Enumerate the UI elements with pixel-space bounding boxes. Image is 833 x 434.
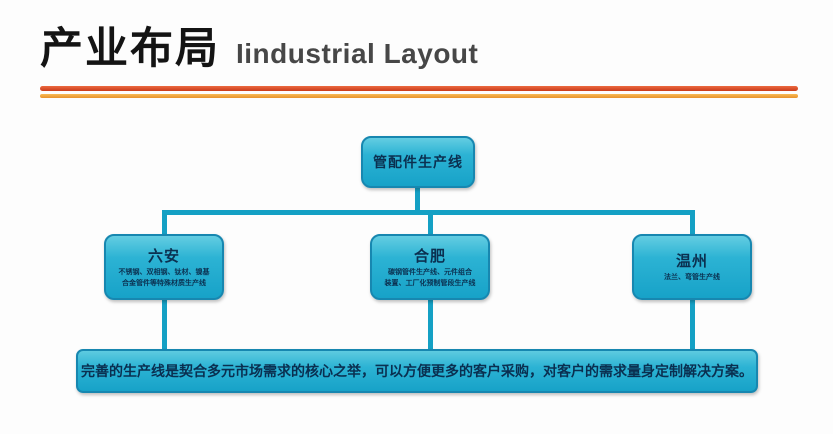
connector-drop-hefei <box>428 210 433 236</box>
node-title: 温州 <box>675 253 708 271</box>
node-root-label: 管配件生产线 <box>373 154 463 170</box>
node-root: 管配件生产线 <box>361 136 475 188</box>
summary-text: 完善的生产线是契合多元市场需求的核心之举，可以方便更多的客户采购，对客户的需求量… <box>81 363 753 379</box>
node-desc: 法兰、弯管生产线 <box>664 273 720 283</box>
node-desc-line: 碳钢管件生产线、元件组合 <box>388 269 472 277</box>
page-title-en: Iindustrial Layout <box>236 38 479 69</box>
node-desc-line: 装置、工厂化预制管段生产线 <box>384 279 476 287</box>
connector-luan-banner <box>162 298 167 351</box>
connector-wenzhou-banner <box>690 298 695 351</box>
node-desc-line: 不锈钢、双相钢、钛材、镍基 <box>118 269 210 277</box>
node-desc: 碳钢管件生产线、元件组合 装置、工厂化预制管段生产线 <box>385 268 476 288</box>
node-desc-line: 法兰、弯管生产线 <box>664 274 720 282</box>
title-divider <box>40 86 798 98</box>
connector-drop-luan <box>162 210 167 236</box>
connector-drop-wenzhou <box>690 210 695 236</box>
node-hefei: 合肥 碳钢管件生产线、元件组合 装置、工厂化预制管段生产线 <box>370 234 490 300</box>
node-desc-line: 合金管件等特殊材质生产线 <box>122 279 206 287</box>
page-title-zh: 产业布局 <box>40 25 220 73</box>
node-desc: 不锈钢、双相钢、钛材、镍基 合金管件等特殊材质生产线 <box>119 268 210 288</box>
summary-banner: 完善的生产线是契合多元市场需求的核心之举，可以方便更多的客户采购，对客户的需求量… <box>76 349 758 393</box>
divider-line-orange <box>40 94 798 98</box>
page-title: 产业布局 Iindustrial Layout <box>40 14 478 76</box>
divider-line-red <box>40 86 798 91</box>
node-title: 合肥 <box>413 248 446 266</box>
node-luan: 六安 不锈钢、双相钢、钛材、镍基 合金管件等特殊材质生产线 <box>104 234 224 300</box>
node-title: 六安 <box>147 248 180 266</box>
connector-root-drop <box>415 186 420 212</box>
connector-hefei-banner <box>428 298 433 351</box>
node-wenzhou: 温州 法兰、弯管生产线 <box>632 234 752 300</box>
